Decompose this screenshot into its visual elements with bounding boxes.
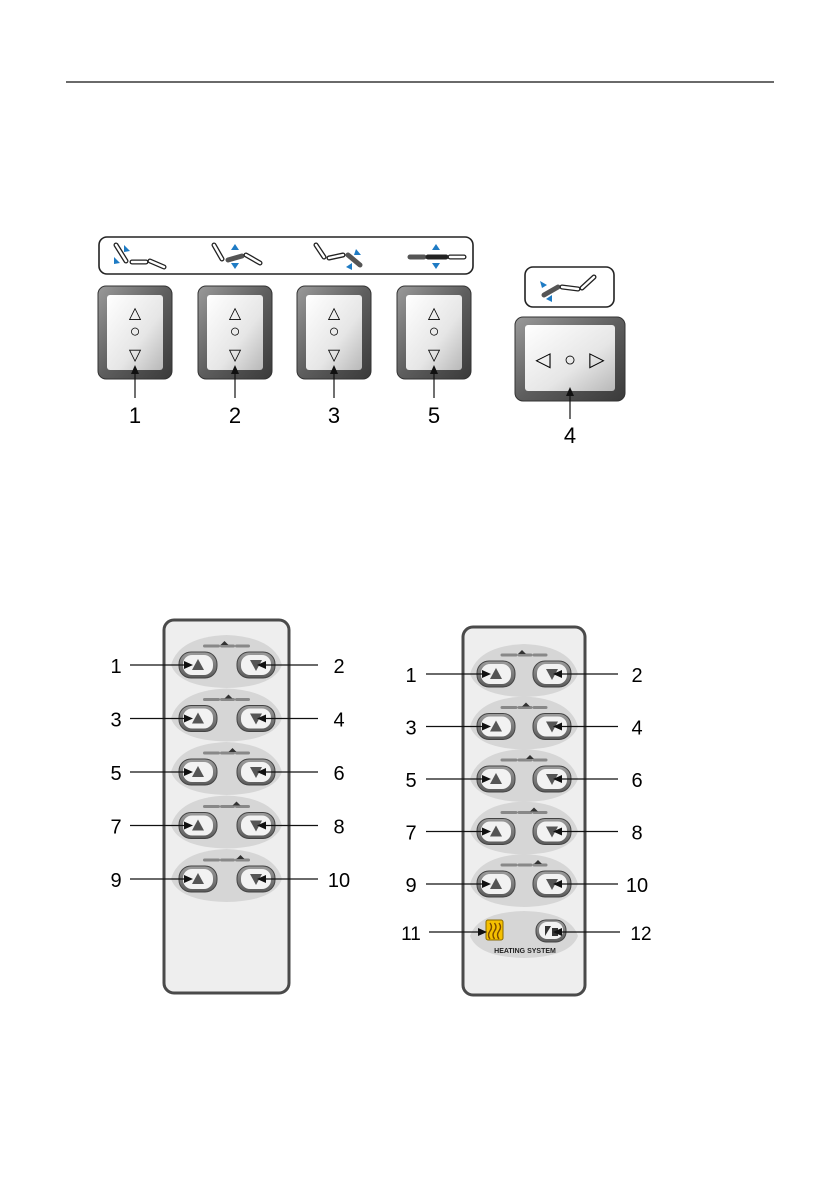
callout-2: 2 bbox=[631, 665, 642, 687]
callout-10: 10 bbox=[328, 870, 350, 892]
callout-7: 7 bbox=[405, 823, 416, 845]
switch-center-circle: ○ bbox=[230, 321, 241, 341]
callout-4: 4 bbox=[333, 710, 344, 732]
switch-center-circle: ○ bbox=[429, 321, 440, 341]
slide-left-arrow[interactable]: ◁ bbox=[535, 349, 551, 371]
callout-8: 8 bbox=[631, 823, 642, 845]
switch-down-arrow[interactable]: ▽ bbox=[129, 347, 142, 364]
switch-down-arrow[interactable]: ▽ bbox=[328, 347, 341, 364]
callout-2: 2 bbox=[333, 656, 344, 678]
switch-up-arrow[interactable]: △ bbox=[428, 305, 441, 322]
callout-10: 10 bbox=[626, 875, 648, 897]
heating-on-button[interactable] bbox=[486, 920, 503, 940]
remote-row: 9 10 bbox=[110, 849, 350, 902]
callout-7: 7 bbox=[110, 817, 121, 839]
callout-3: 3 bbox=[405, 718, 416, 740]
callout-11: 11 bbox=[401, 924, 421, 945]
callout-5: 5 bbox=[110, 763, 121, 785]
switch-center-circle: ○ bbox=[130, 321, 141, 341]
callout-6: 6 bbox=[333, 763, 344, 785]
callout-9: 9 bbox=[110, 870, 121, 892]
seat-control-panel: △○▽1△○▽2△○▽3△○▽5 ◁ ○ ▷ 4 bbox=[98, 237, 625, 448]
callout-1: 1 bbox=[405, 665, 416, 687]
remote-row: 9 10 bbox=[405, 854, 648, 907]
callout-1: 1 bbox=[110, 656, 121, 678]
slide-center-circle: ○ bbox=[564, 349, 576, 371]
callout-6: 6 bbox=[631, 770, 642, 792]
switch-up-arrow[interactable]: △ bbox=[129, 305, 142, 322]
switch-center-circle: ○ bbox=[329, 321, 340, 341]
callout-3: 3 bbox=[328, 403, 340, 428]
callout-4: 4 bbox=[564, 423, 576, 448]
callout-12: 12 bbox=[630, 924, 651, 945]
switch-down-arrow[interactable]: ▽ bbox=[428, 347, 441, 364]
callout-2: 2 bbox=[229, 403, 241, 428]
callout-1: 1 bbox=[129, 403, 141, 428]
callout-5: 5 bbox=[405, 770, 416, 792]
callout-8: 8 bbox=[333, 817, 344, 839]
callout-4: 4 bbox=[631, 718, 642, 740]
slide-right-arrow[interactable]: ▷ bbox=[589, 349, 605, 371]
callout-9: 9 bbox=[405, 875, 416, 897]
switch-down-arrow[interactable]: ▽ bbox=[229, 347, 242, 364]
heating-system-label: HEATING SYSTEM bbox=[494, 948, 556, 955]
callout-5: 5 bbox=[428, 403, 440, 428]
switch-up-arrow[interactable]: △ bbox=[229, 305, 242, 322]
switch-up-arrow[interactable]: △ bbox=[328, 305, 341, 322]
callout-3: 3 bbox=[110, 710, 121, 732]
